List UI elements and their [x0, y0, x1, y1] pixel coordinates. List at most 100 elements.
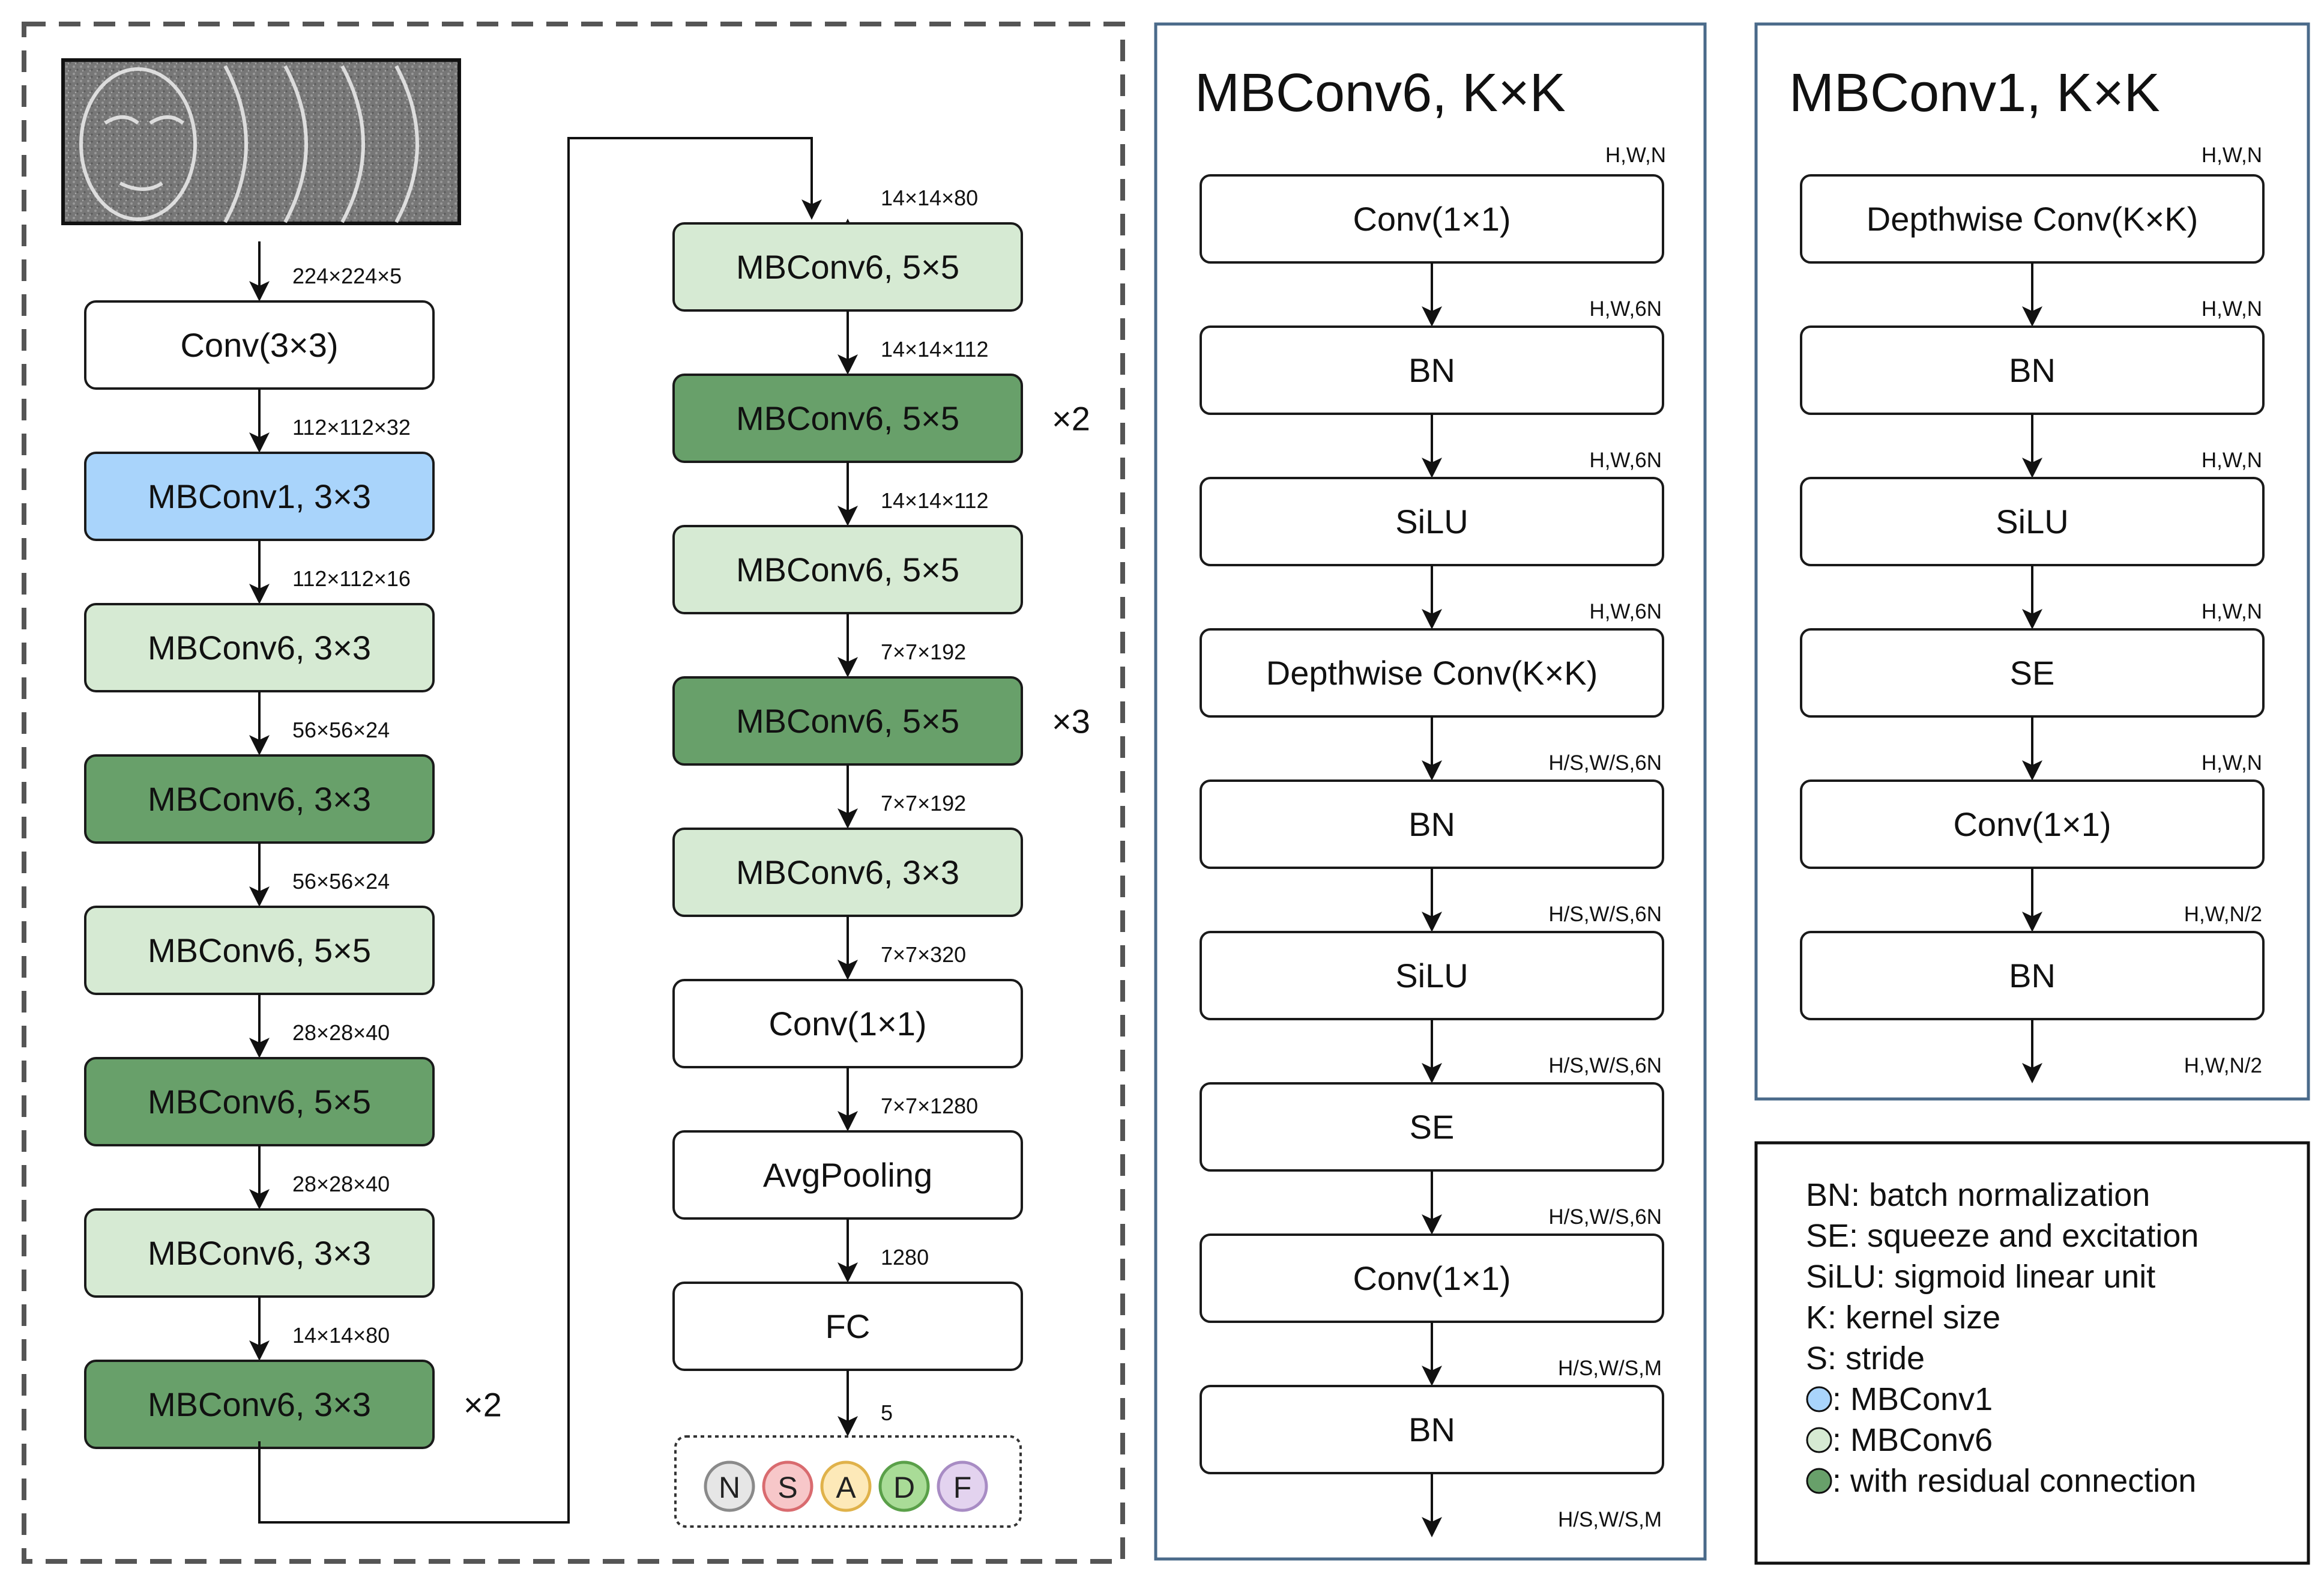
legend-row: S: stride — [1806, 1340, 1925, 1376]
shape-label: H/S,W/S,M — [1558, 1357, 1662, 1380]
repeat-count: ×2 — [463, 1386, 502, 1424]
op-label: SE — [2010, 654, 2055, 692]
layer-label: MBConv1, 3×3 — [148, 477, 371, 515]
class-letter: D — [893, 1471, 915, 1504]
tensor-dim-label: 14×14×80 — [292, 1323, 390, 1348]
tensor-dim-label: 28×28×40 — [292, 1172, 390, 1196]
shape-label: H/S,W/S,M — [1558, 1508, 1662, 1531]
op-label: Depthwise Conv(K×K) — [1867, 200, 2198, 238]
shape-label: H,W,N — [2202, 297, 2262, 321]
class-node: N — [704, 1460, 755, 1512]
legend-text: : MBConv6 — [1832, 1422, 1993, 1458]
mbconv6-top-dim: H,W,N — [1605, 144, 1666, 167]
tensor-dim-label: 56×56×24 — [292, 718, 390, 742]
tensor-dim-label: 1280 — [881, 1245, 929, 1270]
op-label: SiLU — [1395, 503, 1468, 540]
tensor-dim-label: 112×112×16 — [292, 566, 411, 591]
input-image — [61, 58, 461, 225]
tensor-dim-label: 14×14×112 — [881, 488, 989, 513]
shape-label: H,W,N — [2202, 600, 2262, 623]
shape-label: H/S,W/S,6N — [1548, 1054, 1662, 1077]
layer-label: MBConv6, 5×5 — [736, 399, 959, 437]
class-circle — [820, 1460, 872, 1512]
op-label: BN — [2009, 351, 2056, 389]
layer-label: MBConv6, 3×3 — [148, 1234, 371, 1272]
mbconv1-blocks: Depthwise Conv(K×K) H,W,N BN H,W,N SiLU H,W,N… — [1800, 174, 2265, 1083]
tensor-dim-label: 7×7×192 — [881, 640, 966, 664]
class-circle — [704, 1460, 755, 1512]
legend-text: K: kernel size — [1806, 1300, 2000, 1336]
op-label: SE — [1410, 1108, 1455, 1146]
legend-text: SiLU: sigmoid linear unit — [1806, 1259, 2155, 1295]
op-label: Conv(1×1) — [1353, 200, 1511, 238]
class-letter: N — [719, 1471, 740, 1504]
legend-text: S: stride — [1806, 1340, 1925, 1376]
legend-row: SE: squeeze and excitation — [1806, 1218, 2199, 1254]
shape-label: H,W,N — [2202, 449, 2262, 472]
class-circle — [937, 1460, 988, 1512]
layer-label: MBConv6, 5×5 — [148, 1083, 371, 1121]
legend-row: : with residual connection — [1806, 1463, 2196, 1499]
op-label: BN — [1408, 1411, 1455, 1448]
op-label: SiLU — [1395, 957, 1468, 994]
op-label: BN — [1408, 805, 1455, 843]
output-dim-label: 5 — [881, 1400, 893, 1425]
layer-label: MBConv6, 3×3 — [148, 629, 371, 667]
legend-row: SiLU: sigmoid linear unit — [1806, 1259, 2155, 1295]
layer-label: MBConv6, 5×5 — [148, 931, 371, 969]
layer-label: Conv(1×1) — [768, 1005, 926, 1043]
legend-row: : MBConv1 — [1806, 1381, 1993, 1417]
tensor-dim-label: 28×28×40 — [292, 1020, 390, 1045]
legend-dot — [1806, 1427, 1832, 1453]
legend-dot — [1806, 1468, 1832, 1494]
op-label: BN — [1408, 351, 1455, 389]
mbconv6-panel — [1154, 22, 1707, 1561]
tensor-dim-label: 7×7×192 — [881, 791, 966, 816]
legend-dot — [1806, 1386, 1832, 1412]
class-circle — [878, 1460, 930, 1512]
mbconv6-title: MBConv6, K×K — [1195, 63, 1566, 123]
layer-label: MBConv6, 3×3 — [148, 1385, 371, 1423]
class-node: F — [937, 1460, 988, 1512]
class-letter: S — [777, 1471, 797, 1504]
shape-label: H,W,N/2 — [2184, 1054, 2262, 1077]
legend-text: SE: squeeze and excitation — [1806, 1218, 2199, 1254]
op-label: SiLU — [1996, 503, 2068, 540]
layer-label: AvgPooling — [763, 1156, 932, 1194]
repeat-count: ×2 — [1052, 400, 1090, 438]
legend-text: BN: batch normalization — [1806, 1177, 2150, 1213]
shape-label: H/S,W/S,6N — [1548, 1205, 1662, 1229]
legend-row: : MBConv6 — [1806, 1422, 1993, 1458]
column-connector — [258, 137, 822, 1524]
legend-box — [1754, 1141, 2310, 1565]
class-circle — [762, 1460, 813, 1512]
legend-row: BN: batch normalization — [1806, 1177, 2150, 1213]
tensor-dim-label: 7×7×320 — [881, 942, 966, 967]
op-label: Conv(1×1) — [1953, 805, 2111, 843]
tensor-dim-label: 112×112×32 — [292, 415, 411, 440]
tensor-dim-label: 56×56×24 — [292, 869, 390, 894]
shape-label: H,W,6N — [1589, 449, 1662, 472]
repeat-count: ×3 — [1052, 703, 1090, 740]
layer-label: MBConv6, 5×5 — [736, 551, 959, 589]
mbconv1-title: MBConv1, K×K — [1789, 63, 2160, 123]
shape-label: H,W,6N — [1589, 600, 1662, 623]
mbconv1-top-dim: H,W,N — [2202, 144, 2262, 167]
legend-text: : with residual connection — [1832, 1463, 2196, 1499]
layer-label: MBConv6, 5×5 — [736, 702, 959, 740]
op-label: BN — [2009, 957, 2056, 994]
op-label: Conv(1×1) — [1353, 1259, 1511, 1297]
mbconv1-panel — [1754, 22, 2310, 1101]
legend-row: K: kernel size — [1806, 1300, 2000, 1336]
layer-label: FC — [825, 1307, 871, 1345]
tensor-dim-label: 14×14×80 — [881, 186, 978, 210]
class-node: S — [762, 1460, 813, 1512]
class-node: D — [878, 1460, 930, 1512]
layer-label: MBConv6, 3×3 — [736, 853, 959, 891]
shape-label: H,W,N/2 — [2184, 903, 2262, 926]
